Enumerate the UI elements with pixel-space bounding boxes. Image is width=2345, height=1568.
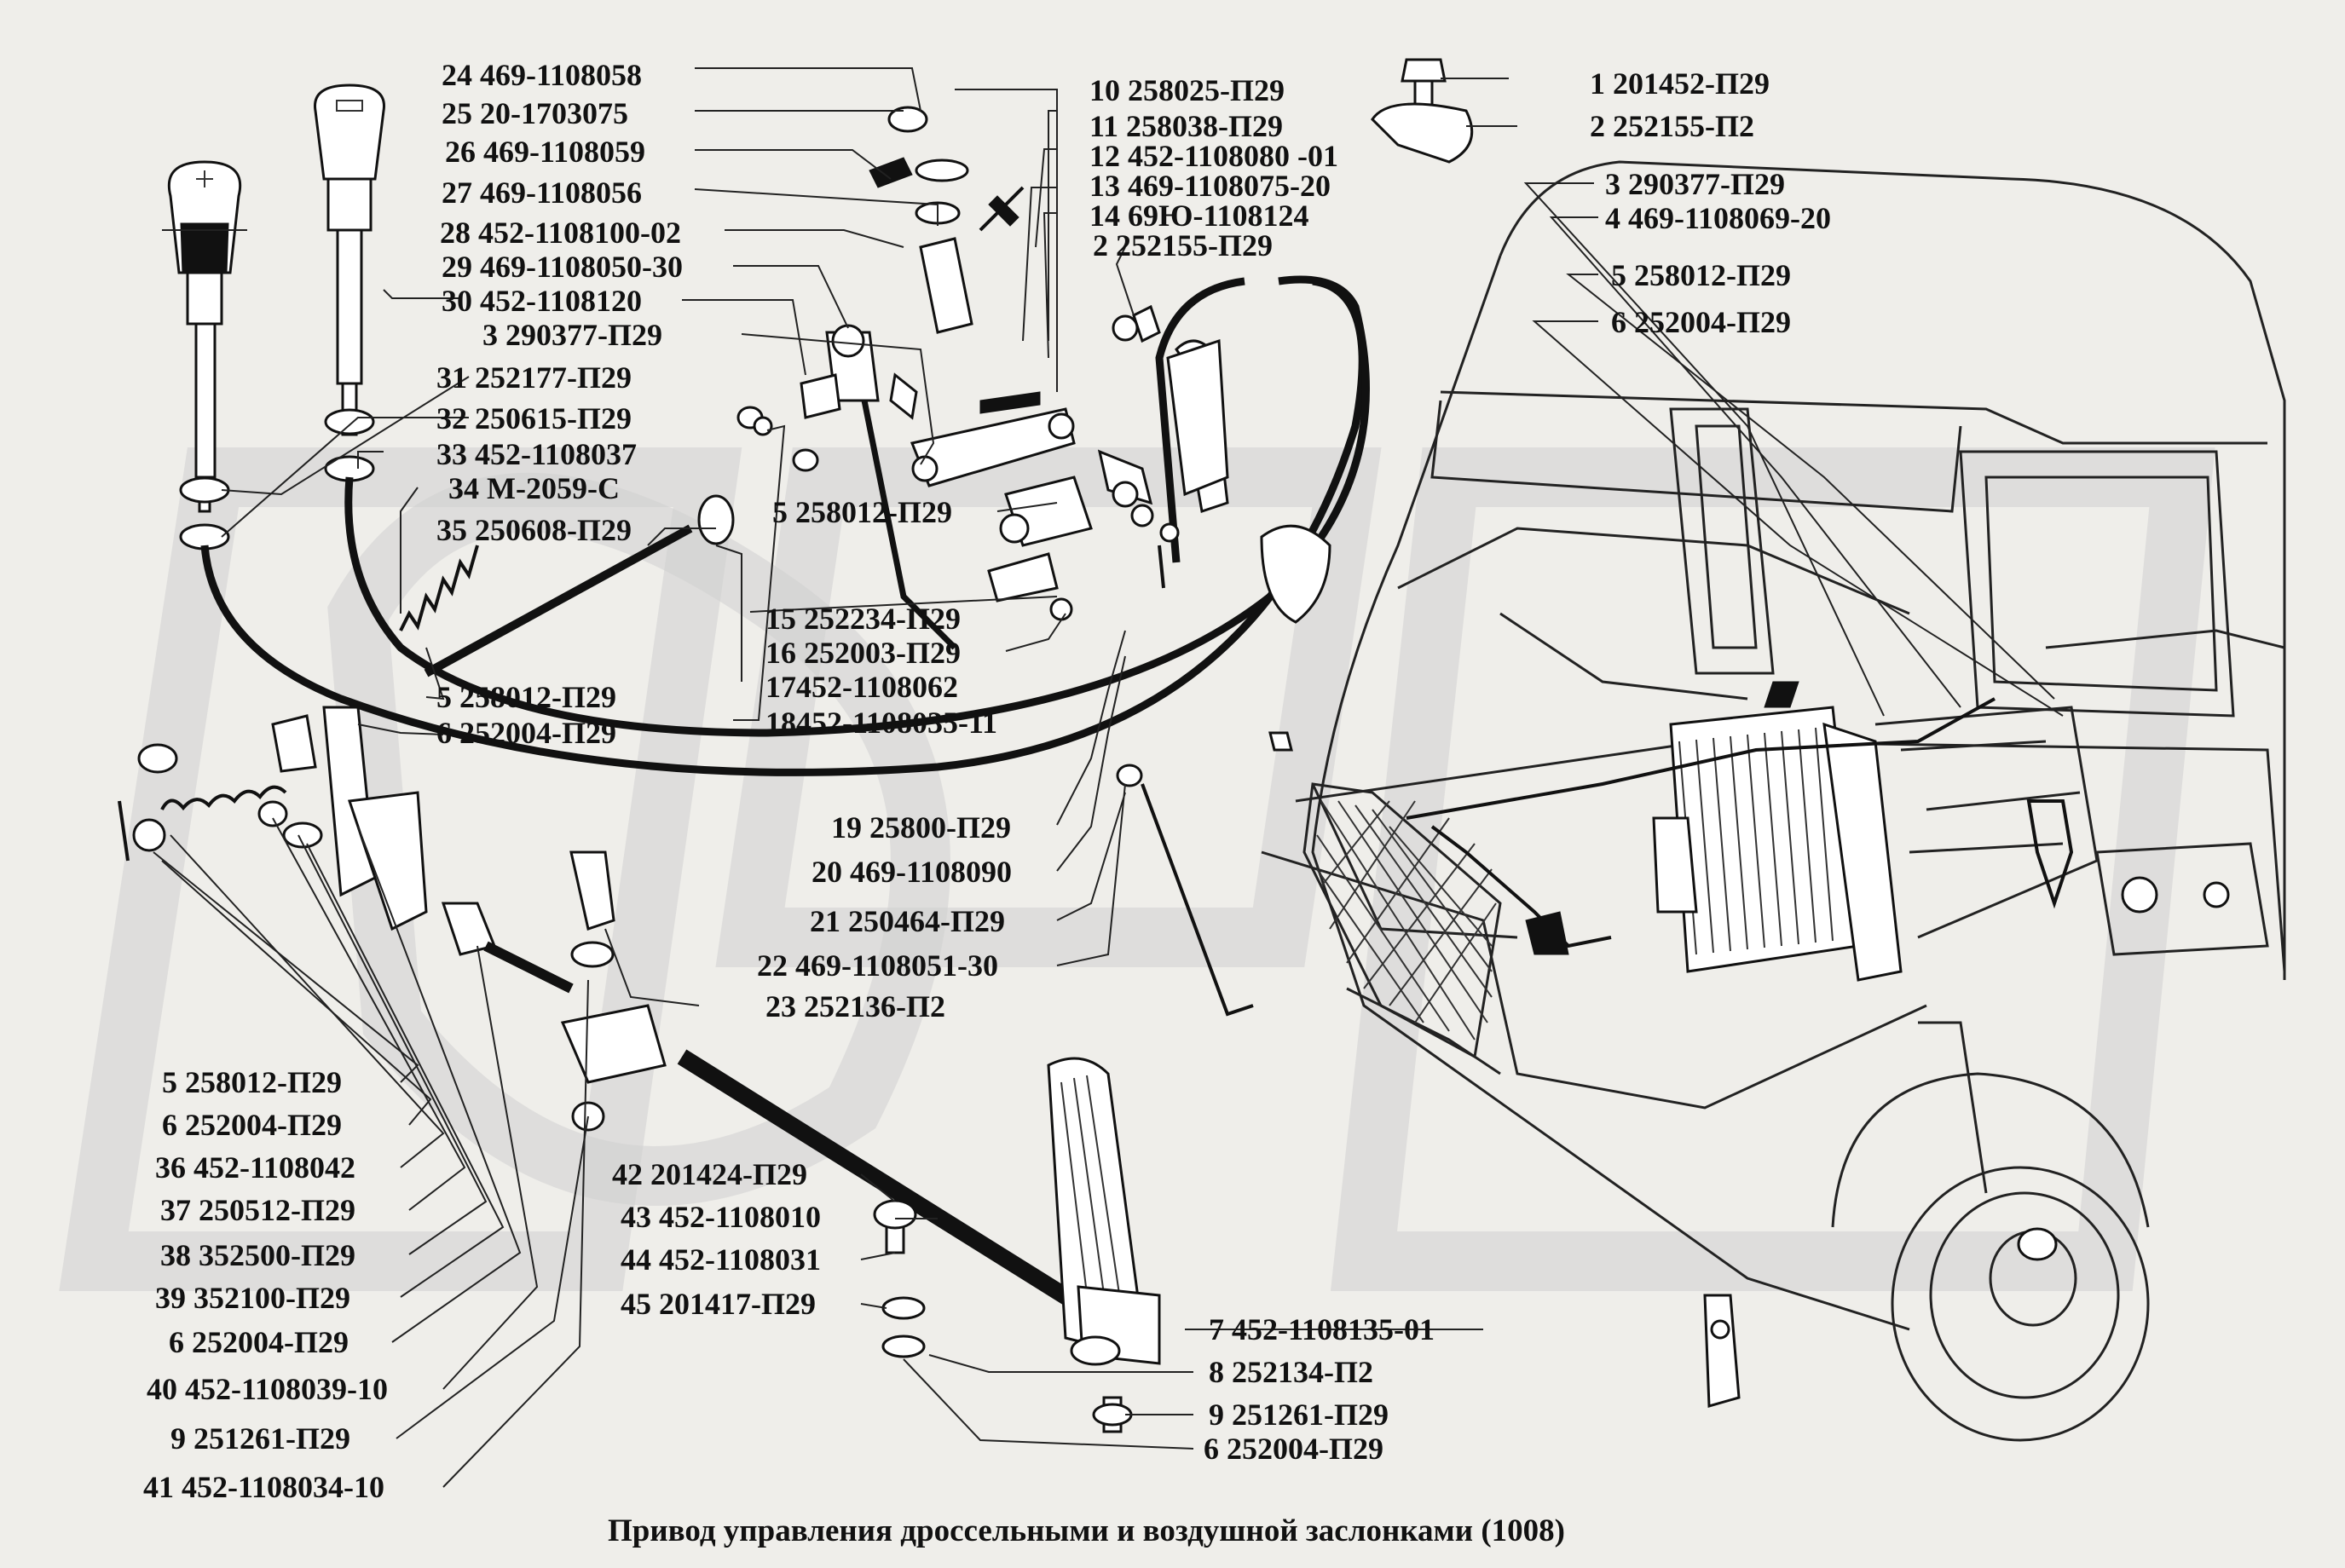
- callout-label: 36 452-1108042: [155, 1150, 355, 1185]
- diagram-caption: Привод управления дроссельными и воздушн…: [608, 1513, 1565, 1548]
- callout-label: 5 258012-П29: [1611, 258, 1791, 292]
- callout-label: 27 469-1108056: [442, 176, 642, 210]
- callout-label: 43 452-1108010: [621, 1200, 821, 1234]
- pull-rod-right: [1260, 524, 1741, 1408]
- throttle-knob-30: [314, 84, 385, 436]
- leader-lines: [153, 67, 2064, 1488]
- callout-label: 3 290377-П29: [1605, 167, 1785, 201]
- callout-label: 5 258012-П29: [772, 495, 952, 529]
- return-spring-34: [399, 406, 1254, 1017]
- callout-label: 3 290377-П29: [482, 318, 662, 352]
- callout-labels: 24 469-1108058 25 20-1703075 26 469-1108…: [143, 58, 1831, 1504]
- callout-label: 5 258012-П29: [436, 680, 616, 714]
- callout-label: 21 250464-П29: [810, 904, 1005, 938]
- callout-label: 12 452-1108080 -01: [1089, 139, 1338, 173]
- callout-label: 6 252004-П29: [436, 716, 616, 750]
- choke-knob-28: [168, 160, 241, 513]
- callout-label: 10 258025-П29: [1089, 73, 1285, 107]
- control-cables: [200, 275, 1370, 776]
- callout-label: 35 250608-П29: [436, 513, 632, 547]
- callout-label: 39 352100-П29: [155, 1281, 350, 1315]
- callout-label: 5 258012-П29: [162, 1065, 342, 1099]
- front-grille: [1302, 782, 1502, 1059]
- callout-label: 6 252004-П29: [1611, 305, 1791, 339]
- callout-label: 20 469-1108090: [812, 855, 1012, 889]
- spring-bracket-assembly: [118, 706, 667, 1132]
- callout-label: 2 252155-П29: [1093, 228, 1273, 262]
- engine-radiator: [1406, 681, 2269, 982]
- pedal-shaft-assembly: [677, 1049, 1161, 1433]
- front-wheel: [1831, 1072, 2150, 1442]
- callout-label: 25 20-1703075: [442, 96, 628, 130]
- callout-label: 44 452-1108031: [621, 1242, 821, 1277]
- callout-label: 17452-1108062: [765, 670, 958, 704]
- callout-label: 37 250512-П29: [160, 1193, 355, 1227]
- callout-label: 22 469-1108051-30: [757, 948, 998, 983]
- callout-label: 40 452-1108039-10: [147, 1372, 388, 1406]
- callout-label: 15 252234-П29: [765, 602, 961, 636]
- callout-label: 14 69Ю-1108124: [1089, 199, 1309, 233]
- callout-label: 30 452-1108120: [442, 284, 642, 318]
- callout-label: 1 201452-П29: [1590, 66, 1770, 101]
- callout-label: 34 М-2059-С: [448, 471, 620, 505]
- callout-label: 45 201417-П29: [621, 1287, 816, 1321]
- callout-label: 13 469-1108075-20: [1089, 169, 1331, 203]
- callout-label: 7 452-1108135-01: [1209, 1312, 1435, 1346]
- callout-label: 33 452-1108037: [436, 437, 637, 471]
- callout-label: 41 452-1108034-10: [143, 1470, 384, 1504]
- callout-label: 29 469-1108050-30: [442, 250, 683, 284]
- callout-label: 9 251261-П29: [1209, 1398, 1389, 1432]
- callout-label: 23 252136-П2: [765, 989, 945, 1023]
- callout-label: 28 452-1108100-02: [440, 216, 681, 250]
- callout-label: 11 258038-П29: [1089, 109, 1283, 143]
- choke-linkage-assembly: [792, 106, 973, 472]
- callout-label: 24 469-1108058: [442, 58, 642, 92]
- callout-label: 18452-1108035-11: [765, 706, 997, 740]
- callout-label: 19 25800-П29: [831, 810, 1011, 845]
- callout-label: 8 252134-П2: [1209, 1355, 1373, 1389]
- bracket-hardware-right: [1112, 58, 1474, 497]
- callout-label: 42 201424-П29: [612, 1157, 807, 1191]
- callout-label: 16 252003-П29: [765, 636, 961, 670]
- callout-label: 2 252155-П2: [1590, 109, 1754, 143]
- callout-label: 26 469-1108059: [445, 135, 645, 169]
- callout-label: 4 469-1108069-20: [1605, 201, 1831, 235]
- callout-label: 31 252177-П29: [436, 360, 632, 395]
- knob-washers-31-32: [179, 408, 375, 551]
- callout-label: 6 252004-П29: [1204, 1432, 1383, 1466]
- callout-label: 6 252004-П29: [162, 1108, 342, 1142]
- callout-label: 32 250615-П29: [436, 401, 632, 435]
- callout-label: 6 252004-П29: [169, 1325, 349, 1359]
- callout-label: 9 251261-П29: [170, 1421, 350, 1456]
- callout-label: 38 352500-П29: [160, 1238, 355, 1272]
